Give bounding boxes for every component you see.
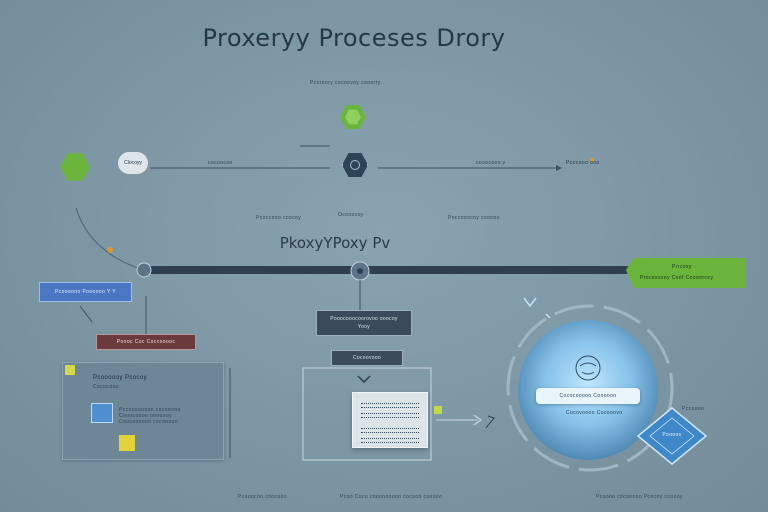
dark-small-box[interactable]: Cocoovooo [331, 350, 403, 366]
drop-left-2 [79, 305, 93, 323]
dark-small-text: Cocoovooo [353, 355, 381, 361]
glow-arrow-icon [523, 297, 537, 308]
bottom-label-1: Pcooocoo coocooo [238, 494, 287, 500]
timeline-node-left [136, 262, 152, 278]
red-label-text: Poooc Coc Coccooooc [116, 339, 176, 345]
arrow-right-head [556, 165, 562, 171]
left-panel-line-2: Cooocoooo ooooooy [119, 413, 172, 419]
hexagon-green-left-icon[interactable] [60, 153, 90, 181]
orange-dot [107, 247, 113, 253]
diamond-text: Poooov [662, 432, 682, 438]
circle-right-small: Pccoooo [682, 406, 705, 412]
card-marker [434, 406, 442, 414]
right-end-label: Pcocooo ooo [566, 160, 600, 166]
cloud-label: Clocoyy [124, 160, 142, 166]
red-label-box[interactable]: Poooc Coc Coccooooc [96, 334, 196, 350]
mid-right-label: Poccooocoy cooooo [448, 215, 500, 221]
dark-center-box[interactable]: Pooocooocoorovoo ooocoy Yooy [316, 310, 412, 336]
blue-label-text: Pcoooooo Poooooo Y Y [54, 289, 117, 295]
curve-left [75, 207, 139, 269]
bottom-label-3: Pcoooo cocooooo Pcocoy cooooy [596, 494, 683, 500]
blue-label-box[interactable]: Pcoooooo Poooooo Y Y [39, 282, 132, 302]
cloud-icon[interactable] [118, 152, 148, 174]
circle-outer-ring [506, 304, 674, 472]
green-banner-shape [626, 258, 746, 288]
left-panel-title: Pcoooooy Pcocoy [93, 375, 148, 381]
circle-pill-text: Cococooooo Coooooo [559, 393, 617, 399]
green-banner-title: Prrcoxy [672, 264, 692, 270]
diamond-icon [636, 407, 708, 465]
document-card[interactable] [352, 392, 428, 448]
panel-corner-marker [65, 365, 75, 375]
dark-center-text-1: Pooocooocoorovoo ooocoy [330, 316, 398, 322]
page-title: Proxeryy Proceses Drory [202, 24, 506, 52]
arrow-right-label: cooocooo y [476, 160, 506, 166]
timeline-bar [150, 266, 628, 274]
document-icon[interactable] [91, 403, 113, 423]
chevron-down-icon [357, 375, 371, 384]
globe-icon [575, 355, 601, 381]
yellow-marker [119, 435, 135, 451]
mid-center-label: Ocooovoy [338, 212, 364, 218]
mid-left-label: Pcoccooo coocoy [256, 215, 302, 221]
left-panel: Pcoooooy Pcocoy Cocooooo Pccoooooooo coc… [62, 362, 224, 460]
left-panel-line-3: Coocoooooo cocooooo [119, 419, 179, 425]
bottom-label-2: Pcoo Coco cooooooooo cocooo cooooo [340, 494, 443, 500]
left-panel-line-1: Pccoooooooo cocooooo [119, 407, 181, 413]
left-panel-sub: Cocooooo [93, 384, 119, 390]
top-small-label: Pcoreory cocoovoy cooorry [310, 80, 381, 86]
dark-center-text-2: Yooy [357, 324, 371, 330]
diagram-subtitle: PkoxyYPoxy Pv [279, 234, 391, 252]
circle-pill[interactable]: Cococooooo Coooooo [536, 388, 640, 404]
circle-caption: Cocovoooo Cocooovo [566, 410, 623, 416]
green-banner-text: Processvoy Coof Coooorcey [640, 275, 714, 281]
center-frame [302, 367, 432, 461]
arrow-left-label: cocoocoo [208, 160, 233, 166]
